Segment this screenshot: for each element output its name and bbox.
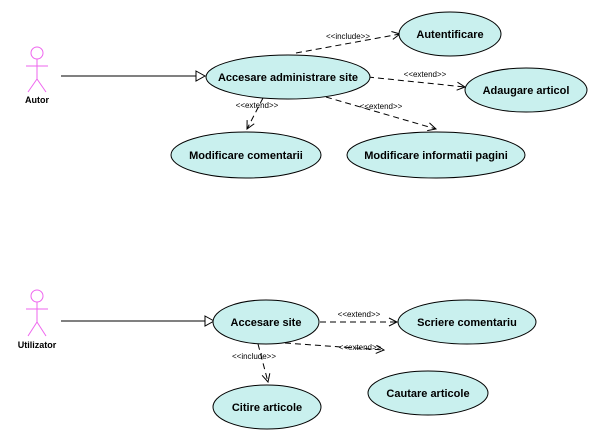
use-case-citire-articole: Citire articole: [212, 384, 322, 430]
extend-modificare-informatii-label: <<extend>>: [360, 102, 403, 111]
use-case-modificare-informatii-pagini: Modificare informatii pagini: [346, 131, 526, 179]
actor-autor: Autor: [25, 46, 49, 105]
include-citire-arrow: [257, 343, 268, 382]
actor-left-leg: [27, 321, 38, 337]
use-case-adaugare-articol: Adaugare articol: [464, 67, 588, 113]
actor-utilizator: Utilizator: [18, 289, 57, 350]
actor-left-leg: [27, 78, 38, 93]
use-case-scriere-comentariu: Scriere comentariu: [397, 299, 537, 345]
actor-head: [30, 46, 44, 60]
extend-scriere-label: <<extend>>: [338, 310, 381, 319]
extend-modificare-informatii-arrow: [325, 96, 436, 129]
actor-right-leg: [36, 321, 47, 337]
actor-utilizator-label: Utilizator: [18, 340, 57, 350]
use-case-accesare-administrare-site: Accesare administrare site: [205, 54, 371, 100]
use-case-scriere-comentariu-label: Scriere comentariu: [417, 317, 517, 329]
actor-head: [30, 289, 44, 303]
use-case-autentificare-label: Autentificare: [416, 29, 483, 41]
extend-cautare-arrow: [284, 342, 384, 350]
actor-right-leg: [36, 78, 47, 93]
use-case-cautare-articole: Cautare articole: [367, 370, 489, 416]
use-case-accesare-site: Accesare site: [212, 299, 320, 345]
extend-adaugare-arrow: [367, 76, 465, 87]
extend-cautare-label: <<extend>>: [339, 343, 382, 352]
include-autentificare-label: <<include>>: [326, 32, 370, 41]
include-citire-label: <<include>>: [232, 352, 276, 361]
extend-modificare-comentarii-arrow: [247, 97, 264, 129]
use-case-accesare-site-label: Accesare site: [231, 317, 302, 329]
use-case-modificare-comentarii-label: Modificare comentarii: [189, 150, 303, 162]
use-case-modificare-comentarii: Modificare comentarii: [170, 131, 322, 179]
use-case-autentificare: Autentificare: [398, 11, 502, 57]
use-case-modificare-informatii-pagini-label: Modificare informatii pagini: [364, 150, 508, 162]
include-autentificare-arrow: [295, 34, 400, 54]
use-case-cautare-articole-label: Cautare articole: [386, 388, 469, 400]
use-case-citire-articole-label: Citire articole: [232, 402, 302, 414]
use-case-accesare-administrare-site-label: Accesare administrare site: [218, 72, 358, 84]
extend-modificare-comentarii-label: <<extend>>: [236, 101, 279, 110]
use-case-adaugare-articol-label: Adaugare articol: [483, 85, 570, 97]
extend-adaugare-label: <<extend>>: [404, 70, 447, 79]
actor-autor-label: Autor: [25, 95, 49, 105]
